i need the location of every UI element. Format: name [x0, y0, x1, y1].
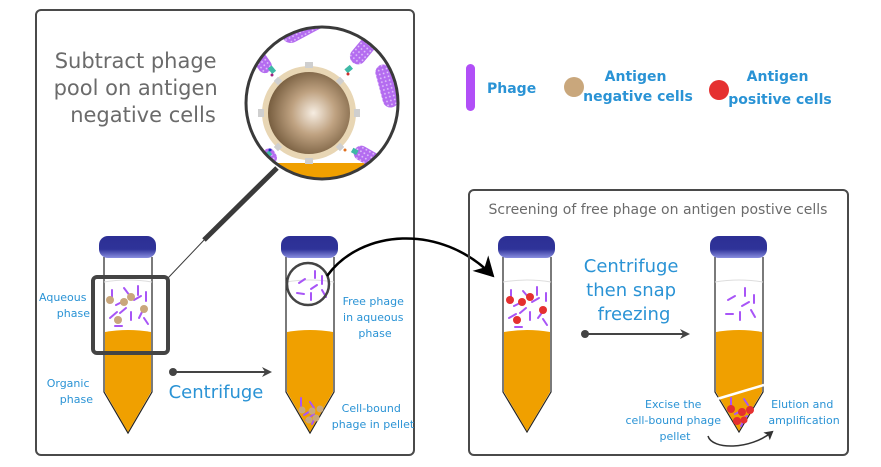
label-line: pellet [660, 430, 692, 443]
left-title-line: Subtract phage [55, 49, 217, 73]
free-phage-particles [725, 287, 756, 321]
cell-bound-phage-pellet [727, 397, 754, 427]
magnified-cell-view [244, 25, 400, 181]
free-phage-particles [296, 270, 327, 301]
free-phage-highlight-circle [285, 261, 331, 307]
label-line: cell-bound phage [626, 414, 722, 427]
label-line: Excise the [645, 398, 702, 411]
centrifuge-snap-freeze-label: Centrifuge then snap freezing [584, 256, 685, 325]
legend: Phage Antigen negative cells Antigen pos… [466, 64, 832, 111]
label-line: positive cells [728, 92, 831, 108]
snap-freeze-step-arrow [581, 329, 690, 339]
label-line: phase [60, 393, 93, 406]
elution-amplification-label: Elution and amplification [768, 398, 839, 427]
label-line: Aqueous [39, 291, 87, 304]
tube-3-antigen-positive [498, 236, 555, 434]
label-line: Antigen [747, 69, 809, 85]
antigen-negative-cell-zoom [262, 66, 356, 160]
phage-icon [466, 64, 475, 111]
legend-label-antigen-positive: Antigen positive cells [728, 69, 831, 108]
antigen-positive-cells [506, 293, 547, 324]
antigen-negative-cells [106, 293, 148, 324]
magnifier-connector-thick [202, 166, 279, 242]
tube-cap-icon [99, 236, 156, 258]
right-panel-title: Screening of free phage on antigen posti… [489, 202, 828, 218]
tube-2-after-centrifuge [281, 236, 338, 435]
transfer-arrow [325, 237, 495, 278]
label-line: Centrifuge [584, 256, 679, 277]
excise-pellet-label: Excise the cell-bound phage pellet [626, 398, 725, 443]
free-phage-label: Free phage in aqueous phase [343, 295, 408, 340]
organic-phase-fill [105, 330, 151, 432]
left-panel-frame [35, 9, 415, 456]
label-line: in aqueous [343, 311, 404, 324]
right-panel-frame [468, 189, 849, 456]
antigen-negative-cell-icon [564, 77, 584, 97]
organic-phase-fill [716, 330, 762, 431]
label-line: amplification [768, 414, 839, 427]
label-line: phase [57, 307, 90, 320]
label-line: Cell-bound [342, 402, 401, 415]
label-line: Free phage [343, 295, 405, 308]
label-line: freezing [598, 304, 671, 325]
zoom-selection-frame [91, 275, 170, 355]
organic-phase-fill [504, 330, 550, 431]
label-line: then snap [586, 280, 676, 301]
label-line: Elution and [771, 398, 833, 411]
centrifuge-label: Centrifuge [169, 382, 264, 403]
aqueous-phase-label: Aqueous phase [39, 291, 90, 320]
label-line: negative cells [583, 89, 693, 105]
legend-label-antigen-negative: Antigen negative cells [583, 69, 693, 105]
tube-cap-icon [281, 236, 338, 258]
left-title-line: negative cells [70, 103, 216, 127]
tube-1-before-centrifuge [91, 236, 170, 435]
left-panel-title: Subtract phage pool on antigen negative … [54, 49, 225, 127]
cell-receptor [258, 62, 360, 164]
excision-cut-line [716, 383, 765, 401]
label-line: Organic [47, 377, 90, 390]
tube-4-after-snap-freeze [710, 236, 767, 434]
magnifier-connector-thin [167, 237, 207, 279]
centrifuge-step-arrow [169, 367, 272, 377]
label-line: phase [358, 327, 391, 340]
pellet-cells [298, 397, 324, 425]
legend-label-phage: Phage [487, 81, 536, 97]
label-line: phage in pellet [332, 418, 415, 431]
label-line: Antigen [605, 69, 667, 85]
tube-cap-icon [710, 236, 767, 258]
tube-cap-icon [498, 236, 555, 258]
pellet-label: Cell-bound phage in pellet [332, 402, 415, 431]
left-title-line: pool on antigen [54, 76, 218, 100]
organic-phase-label: Organic phase [47, 377, 94, 406]
antigen-positive-cell-icon [709, 80, 729, 100]
elution-curved-arrow [707, 430, 774, 447]
